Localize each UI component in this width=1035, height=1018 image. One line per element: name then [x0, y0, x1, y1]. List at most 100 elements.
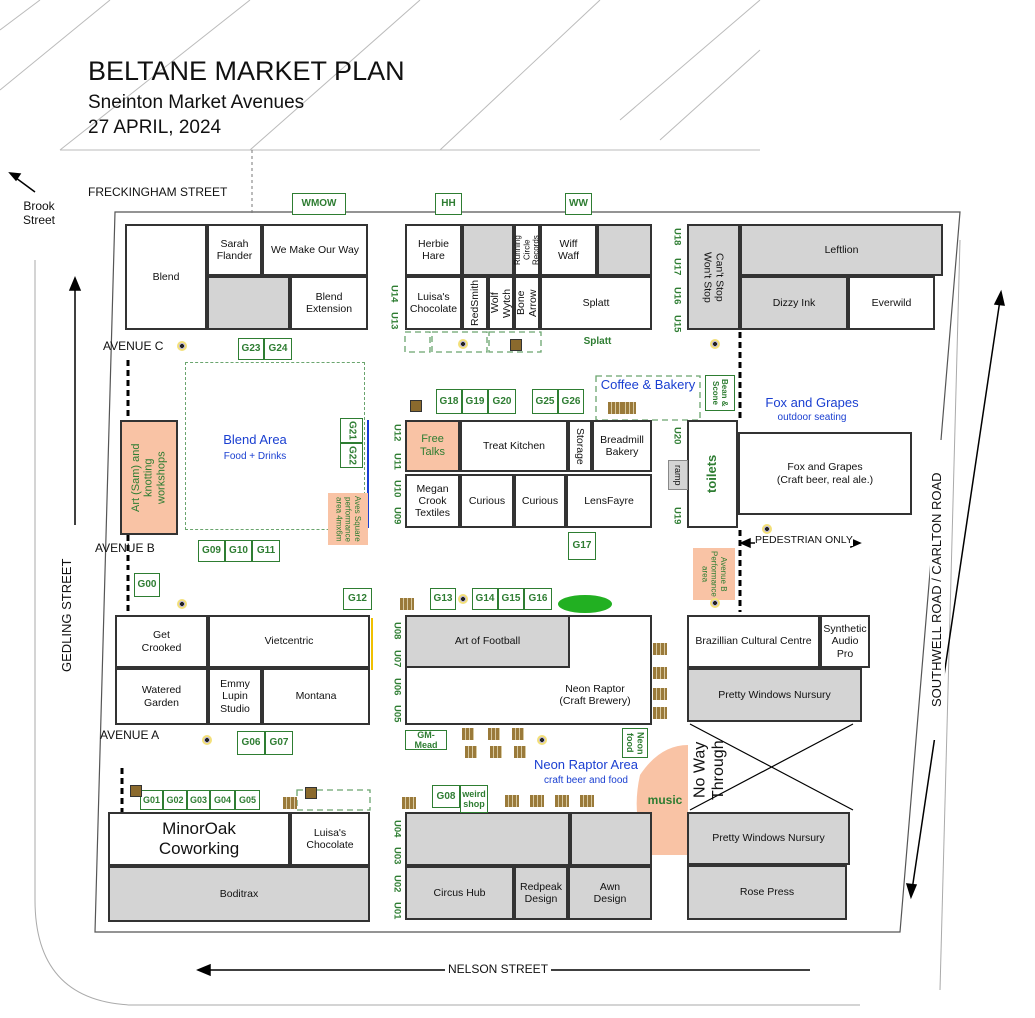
- stall-g19[interactable]: G19: [462, 389, 488, 414]
- stall-u07[interactable]: U07: [391, 650, 403, 668]
- stall-u11[interactable]: U11: [391, 452, 403, 470]
- stall-u18[interactable]: U18: [671, 228, 683, 246]
- stall-weird-shop[interactable]: weird shop: [460, 785, 488, 813]
- stall-u20[interactable]: U20: [671, 427, 683, 445]
- stall-g05[interactable]: G05: [235, 790, 260, 810]
- unit-watered-garden[interactable]: Watered Garden: [115, 668, 208, 725]
- stall-u12[interactable]: U12: [391, 424, 403, 442]
- stall-g15[interactable]: G15: [498, 588, 524, 610]
- stall-u15[interactable]: U15: [671, 315, 683, 333]
- stall-g12[interactable]: G12: [343, 588, 372, 610]
- stall-g09[interactable]: G09: [198, 540, 225, 562]
- stall-u02[interactable]: U02: [391, 875, 403, 893]
- stall-bean-scone[interactable]: Bean & Scone: [705, 375, 735, 411]
- unit-boditrax[interactable]: Boditrax: [108, 866, 370, 922]
- unit-treat-kitchen[interactable]: Treat Kitchen: [460, 420, 568, 472]
- unit-we-make-our-way[interactable]: We Make Our Way: [262, 224, 368, 276]
- stall-u16[interactable]: U16: [671, 287, 683, 305]
- stall-g04[interactable]: G04: [210, 790, 235, 810]
- stall-g21[interactable]: G21: [340, 418, 363, 443]
- unit-dizzy-ink[interactable]: Dizzy Ink: [740, 276, 848, 330]
- unit-sarah-flander[interactable]: Sarah Flander: [207, 224, 262, 276]
- stall-g07[interactable]: G07: [265, 731, 293, 755]
- stall-g13[interactable]: G13: [430, 588, 456, 610]
- stall-gm-mead[interactable]: GM-Mead: [405, 730, 447, 750]
- stall-g11[interactable]: G11: [252, 540, 280, 562]
- unit-get-crooked[interactable]: Get Crooked: [115, 615, 208, 668]
- stall-g14[interactable]: G14: [472, 588, 498, 610]
- stall-u14[interactable]: U14: [388, 285, 400, 303]
- unit-wolf-wytch[interactable]: Wolf Wytch: [488, 276, 514, 330]
- unit-art-of-football[interactable]: Art of Football: [405, 615, 570, 668]
- stall-g23[interactable]: G23: [238, 338, 264, 360]
- unit-neon-raptor-label[interactable]: Neon Raptor (Craft Brewery): [559, 682, 631, 707]
- unit-blend-extension[interactable]: Blend Extension: [290, 276, 368, 330]
- unit-circus-hub[interactable]: Circus Hub: [405, 866, 514, 920]
- stall-u17[interactable]: U17: [671, 258, 683, 276]
- unit-no-way-through[interactable]: No Way Through: [691, 740, 727, 800]
- unit-emmy-lupin-studio[interactable]: Emmy Lupin Studio: [208, 668, 262, 725]
- stall-u10[interactable]: U10: [391, 480, 403, 498]
- unit-megan-crook-textiles[interactable]: Megan Crook Textiles: [405, 474, 460, 528]
- stall-g22[interactable]: G22: [340, 443, 363, 468]
- stall-u19[interactable]: U19: [671, 507, 683, 525]
- unit-wiff-waff[interactable]: Wiff Waff: [540, 224, 597, 276]
- unit-splatt[interactable]: Splatt: [540, 276, 652, 330]
- stall-g16[interactable]: G16: [524, 588, 552, 610]
- stall-g02[interactable]: G02: [163, 790, 187, 810]
- unit-toilets[interactable]: toilets: [687, 420, 738, 528]
- stall-u04[interactable]: U04: [391, 820, 403, 838]
- stall-u09[interactable]: U09: [391, 507, 403, 525]
- unit-blend[interactable]: Blend: [125, 224, 207, 330]
- unit-storage[interactable]: Storage: [568, 420, 592, 472]
- stall-g25[interactable]: G25: [532, 389, 558, 414]
- stall-g01[interactable]: G01: [140, 790, 163, 810]
- unit-pretty-windows-nursury-2[interactable]: Pretty Windows Nursury: [687, 812, 850, 865]
- stall-g06[interactable]: G06: [237, 731, 265, 755]
- stall-hh[interactable]: HH: [435, 193, 462, 215]
- unit-montana[interactable]: Montana: [262, 668, 370, 725]
- unit-cant-stop-wont-stop[interactable]: Can't Stop Won't Stop: [687, 224, 740, 330]
- unit-synthetic-audio-pro[interactable]: Synthetic Audio Pro: [820, 615, 870, 668]
- unit-luisas-chocolate[interactable]: Luisa's Chocolate: [405, 276, 462, 330]
- stall-u08[interactable]: U08: [391, 622, 403, 640]
- unit-pretty-windows-nursury-1[interactable]: Pretty Windows Nursury: [687, 668, 862, 722]
- unit-awn-design[interactable]: Awn Design: [568, 866, 652, 920]
- unit-everwild[interactable]: Everwild: [848, 276, 935, 330]
- stall-u06[interactable]: U06: [391, 678, 403, 696]
- stall-u05[interactable]: U05: [391, 705, 403, 723]
- unit-rose-press[interactable]: Rose Press: [687, 865, 847, 920]
- unit-bone-arrow[interactable]: Bone Arrow: [514, 276, 540, 330]
- unit-minoroak-coworking[interactable]: MinorOak Coworking: [108, 812, 290, 866]
- unit-vietcentric[interactable]: Vietcentric: [208, 615, 370, 668]
- unit-free-talks[interactable]: Free Talks: [405, 420, 460, 472]
- stall-u01[interactable]: U01: [391, 902, 403, 920]
- unit-redpeak-design[interactable]: Redpeak Design: [514, 866, 568, 920]
- unit-fox-and-grapes[interactable]: Fox and Grapes (Craft beer, real ale.): [738, 432, 912, 515]
- stall-g18[interactable]: G18: [436, 389, 462, 414]
- unit-running-circle-records[interactable]: Running Circle Records: [513, 224, 541, 276]
- unit-brazillian-cultural-centre[interactable]: Brazillian Cultural Centre: [687, 615, 820, 668]
- stall-u03[interactable]: U03: [391, 847, 403, 865]
- stall-g00[interactable]: G00: [134, 573, 160, 597]
- unit-leftlion[interactable]: Leftlion: [740, 224, 943, 276]
- stall-neon-food[interactable]: Neon food: [622, 728, 648, 758]
- stall-g17[interactable]: G17: [568, 532, 596, 560]
- unit-luisas-chocolate-2[interactable]: Luisa's Chocolate: [290, 812, 370, 866]
- unit-redsmith[interactable]: RedSmith: [462, 276, 488, 330]
- stall-g20[interactable]: G20: [488, 389, 516, 414]
- stall-g08[interactable]: G08: [432, 785, 460, 808]
- stall-g24[interactable]: G24: [264, 338, 292, 360]
- stall-g26[interactable]: G26: [558, 389, 584, 414]
- unit-herbie-hare[interactable]: Herbie Hare: [405, 224, 462, 276]
- stall-u13[interactable]: U13: [388, 312, 400, 330]
- unit-curious-2[interactable]: Curious: [514, 474, 566, 528]
- unit-curious-1[interactable]: Curious: [460, 474, 514, 528]
- stall-g03[interactable]: G03: [187, 790, 210, 810]
- unit-breadmill-bakery[interactable]: Breadmill Bakery: [592, 420, 652, 472]
- stall-splatt[interactable]: Splatt: [583, 336, 612, 348]
- stall-ww[interactable]: WW: [565, 193, 592, 215]
- stall-wmow[interactable]: WMOW: [292, 193, 346, 215]
- unit-lensfayre[interactable]: LensFayre: [566, 474, 652, 528]
- stall-g10[interactable]: G10: [225, 540, 252, 562]
